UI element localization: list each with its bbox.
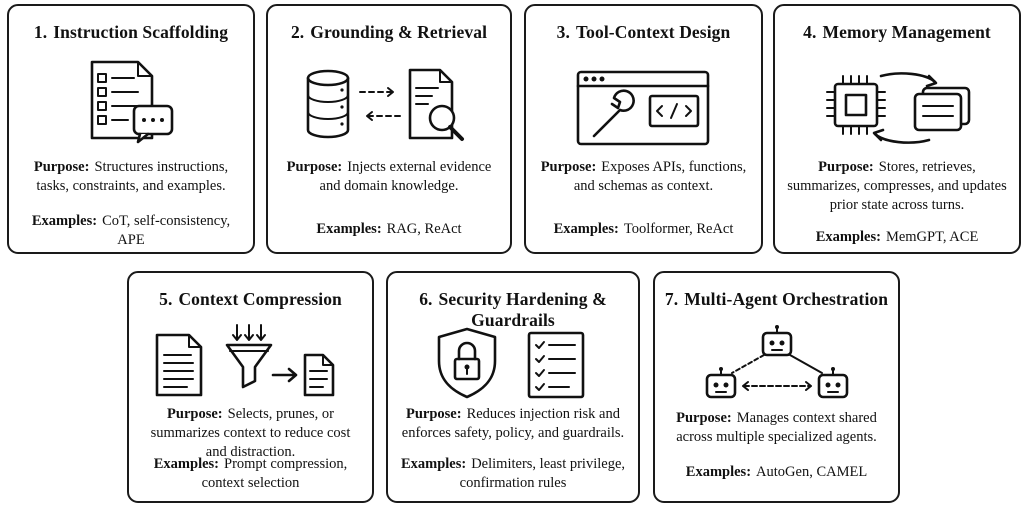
card-title: 7.Multi-Agent Orchestration [664,289,889,309]
examples-text: Examples:AutoGen, CAMEL [685,464,868,480]
card-title: 4.Memory Management [803,22,991,42]
checklist-document-with-speech-bubble-icon [9,60,253,144]
purpose-text: Purpose:Reduces injection risk and enfor… [401,406,625,441]
purpose-text: Purpose:Selects, prunes, or summarizes c… [150,406,351,460]
three-robots-network-icon [655,323,898,403]
card-title: 1.Instruction Scaffolding [33,22,229,42]
card-title: 3.Tool-Context Design [556,22,731,42]
document-funnel-icon [129,323,372,397]
examples-text: Examples:MemGPT, ACE [815,229,979,245]
card-memory-management: 4.Memory Management Purpose:Stores, retr… [773,4,1021,254]
examples-text: Examples:CoT, self-consistency, APE [31,213,231,248]
chip-memory-cycle-icon [775,62,1019,152]
purpose-text: Purpose:Structures instructions, tasks, … [33,159,229,194]
card-security-hardening-guardrails: 6.Security Hardening & Guardrails Purpos… [386,271,640,503]
card-title: 2.Grounding & Retrieval [290,22,488,42]
examples-text: Examples:Toolformer, ReAct [553,221,734,237]
examples-text: Examples:RAG, ReAct [316,221,462,237]
card-title: 6.Security Hardening & Guardrails [419,289,607,330]
browser-wrench-code-icon [526,68,761,148]
shield-lock-checklist-icon [388,325,638,401]
card-context-compression: 5.Context Compression Purpose:Selects, p… [127,271,374,503]
database-document-search-icon [268,66,510,146]
examples-text: Examples:Prompt compression, context sel… [153,456,348,491]
card-multi-agent-orchestration: 7.Multi-Agent Orchestration Purpose:Mana… [653,271,900,503]
purpose-text: Purpose:Stores, retrieves, summarizes, c… [787,159,1007,213]
card-tool-context-design: 3.Tool-Context Design Purpose:Exposes AP… [524,4,763,254]
purpose-text: Purpose:Exposes APIs, functions, and sch… [540,159,747,194]
card-title: 5.Context Compression [159,289,342,309]
examples-text: Examples:Delimiters, least privilege, co… [400,456,626,491]
card-grounding-retrieval: 2.Grounding & Retrieval Purpose:Injects … [266,4,512,254]
purpose-text: Purpose:Manages context shared across mu… [676,410,877,445]
card-instruction-scaffolding: 1.Instruction Scaffolding Purpose:Struct… [7,4,255,254]
purpose-text: Purpose:Injects external evidence and do… [286,159,492,194]
